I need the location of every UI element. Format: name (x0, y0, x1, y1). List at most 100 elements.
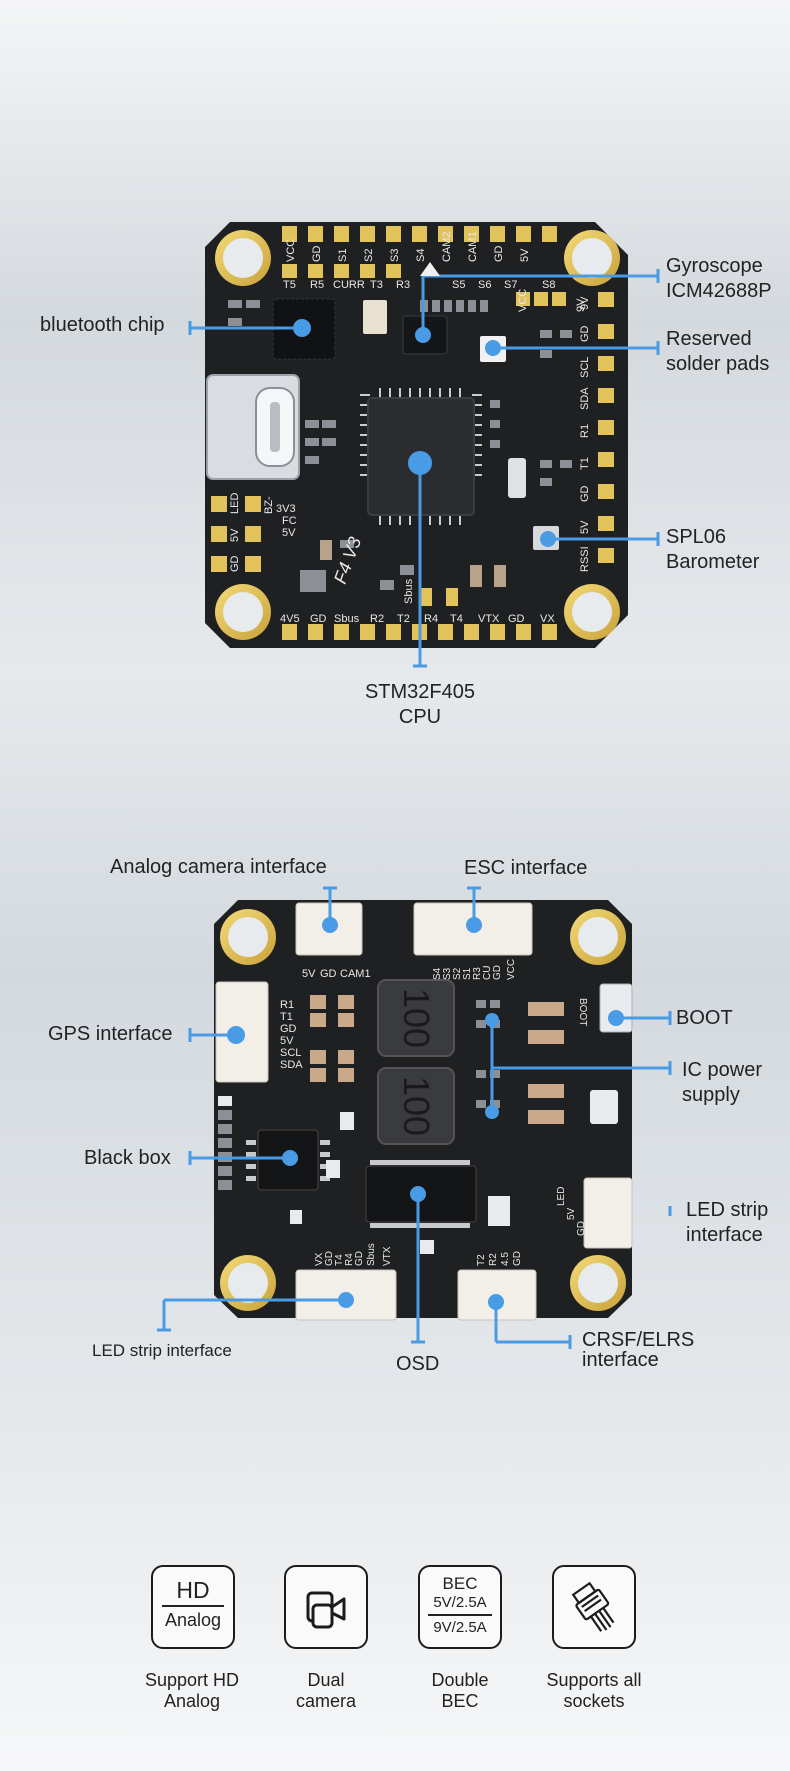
pad-label: S3 (442, 967, 453, 980)
bec-icon: BEC 5V/2.5A 9V/2.5A (420, 1567, 500, 1647)
osd-label: OSD (396, 1353, 440, 1375)
led-strip-interface-right-label: LED strip interface (686, 1198, 768, 1248)
pad-label: LED (229, 493, 241, 514)
pad-label: GD (512, 1251, 523, 1266)
pad-label: SDA (280, 1059, 303, 1071)
crsf-silkscreen: T2 R2 4.5 GD (476, 1251, 523, 1266)
right-silkscreen: 9V GD SCL SDA R1 T1 GD 5V RSSI (579, 296, 591, 572)
caption-all-sockets-line2: sockets (563, 1691, 625, 1711)
gps-interface-label: GPS interface (48, 1023, 173, 1045)
esc-silkscreen: S4 S3 S2 S1 R3 CU GD VCC (432, 959, 517, 980)
right-pad-column (598, 292, 614, 563)
silkscreen-text: FC (282, 515, 297, 527)
pad-label: R4 (344, 1253, 355, 1266)
pad-label: 5V (229, 528, 241, 542)
vtx-silkscreen: VX GD T4 R4 GD Sbus VTX (314, 1243, 393, 1266)
pad-label: S8 (542, 279, 555, 291)
smd-capacitors (320, 540, 506, 587)
pad-label: R3 (396, 279, 410, 291)
boot-label: BOOT (676, 1007, 733, 1029)
smd-components (228, 300, 572, 592)
pad-label: R1 (280, 999, 294, 1011)
cpu-label-line2: CPU (398, 706, 442, 728)
hd-analog-icon: HD Analog (153, 1567, 233, 1647)
hd-icon-text: HD (176, 1577, 210, 1603)
pad-label: S3 (389, 249, 401, 262)
pad-label: T1 (579, 457, 591, 470)
pad-label: VCC (285, 239, 297, 262)
led-connector (583, 1177, 633, 1249)
mounting-hole (220, 909, 276, 965)
pad-label: S2 (452, 967, 463, 980)
capacitor (508, 458, 526, 498)
silkscreen-text: VCC (517, 289, 529, 312)
caption-double-bec: Double BEC (390, 1670, 530, 1712)
reserved-pads-label: Reserved solder pads (666, 327, 769, 377)
usb-c-port (206, 374, 300, 480)
gyroscope-label-line2: ICM42688P (666, 280, 772, 302)
chip-pins (246, 1140, 470, 1228)
pad-label: GD (229, 555, 241, 572)
inductor: 100 (377, 1067, 455, 1145)
top-pad-row (282, 226, 566, 306)
pad-label: 4V5 (280, 613, 300, 625)
feature-hd-analog: HD Analog (151, 1565, 235, 1649)
pad-label: T2 (476, 1254, 487, 1266)
silkscreen-text: 3V3 (276, 503, 296, 515)
pad-label: S7 (504, 279, 517, 291)
top-silkscreen: VCC GD S1 S2 S3 S4 CAM2 CAM1 GD 5V (285, 231, 531, 262)
pad-label: CAM1 (467, 231, 479, 262)
bluetooth-chip-label: bluetooth chip (40, 314, 165, 336)
caption-all-sockets: Supports all sockets (524, 1670, 664, 1712)
pad-label: Sbus (334, 613, 360, 625)
ic-power-line2: supply (682, 1084, 740, 1106)
pad-label: GD (579, 485, 591, 502)
ic-power-supply-label: IC power supply (682, 1058, 762, 1108)
pad-label: T1 (280, 1011, 293, 1023)
pad-label: T2 (397, 613, 410, 625)
esc-interface-label: ESC interface (464, 857, 588, 879)
pad-label: GD (508, 613, 525, 625)
pad-label: VTX (478, 613, 500, 625)
mounting-hole (564, 584, 620, 640)
cpu-label-line1: STM32F405 (364, 681, 476, 703)
pad-label: 5V (519, 248, 531, 262)
mounting-hole (564, 230, 620, 286)
silkscreen-text: BZ- (263, 496, 275, 514)
mounting-hole (570, 1255, 626, 1311)
bottom-pad-row (282, 588, 557, 640)
led-silkscreen: LED 5V GD BOOT (556, 998, 588, 1236)
pad-label: T5 (283, 279, 296, 291)
smd-capacitors (310, 995, 564, 1124)
caption-hd-analog: Support HD Analog (122, 1670, 262, 1712)
pad-label: R2 (370, 613, 384, 625)
bottom-callout-dots (227, 917, 624, 1310)
barometer-label-line2: Barometer (666, 551, 760, 573)
caption-dual-camera: Dual camera (256, 1670, 396, 1712)
pad-label: R3 (472, 967, 483, 980)
led-strip-interface-left-label: LED strip interface (92, 1341, 232, 1360)
pad-label: R2 (488, 1253, 499, 1266)
feature-double-bec: BEC 5V/2.5A 9V/2.5A (418, 1565, 502, 1649)
pad-label: LED (556, 1187, 567, 1206)
mounting-hole (215, 584, 271, 640)
pad-label: 4.5 (500, 1252, 511, 1266)
pad-label: S6 (478, 279, 491, 291)
ic-power-line1: IC power (682, 1059, 763, 1081)
pad-label: S4 (415, 249, 427, 262)
pad-label: CURR (333, 279, 365, 291)
crsf-line2: interface (582, 1349, 659, 1371)
pad-label: GD (493, 245, 505, 262)
pad-label: VCC (506, 959, 517, 980)
pad-label: GD (280, 1023, 297, 1035)
pad-label: GD (310, 613, 327, 625)
pad-label: 9V (579, 296, 591, 310)
caption-double-bec-line2: BEC (441, 1691, 479, 1711)
pad-label: VX (540, 613, 555, 625)
pad-label: CAM1 (340, 968, 371, 980)
pad-label: CU (482, 966, 493, 980)
